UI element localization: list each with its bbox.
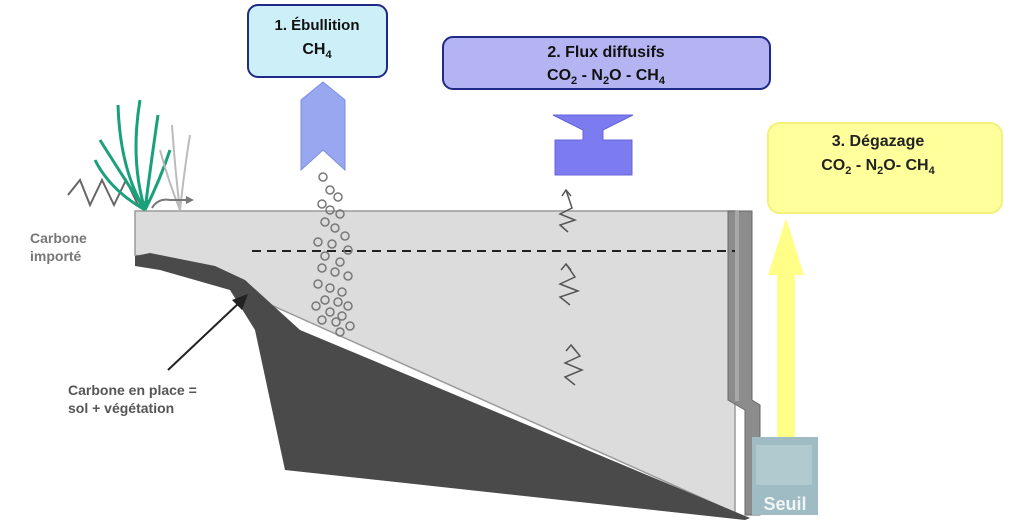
bubble bbox=[318, 172, 328, 182]
sediment-layer bbox=[135, 253, 750, 520]
bubble bbox=[337, 311, 347, 321]
vegetation-icon bbox=[67, 99, 194, 212]
bubble bbox=[317, 315, 327, 325]
bubble bbox=[343, 301, 353, 311]
bubble bbox=[335, 209, 345, 219]
box-diffusive-flux: 2. Flux diffusifs CO2 - N2O - CH4 bbox=[442, 36, 771, 90]
bubble bbox=[313, 237, 323, 247]
bubble bbox=[335, 257, 345, 267]
bubble bbox=[327, 239, 337, 249]
carbone-importe-label-2: importé bbox=[30, 248, 82, 264]
box2-formula: CO2 - N2O - CH4 bbox=[547, 67, 666, 87]
seuil-block: Seuil bbox=[752, 437, 818, 515]
box-ebullition: 1. Ébullition CH4 bbox=[247, 4, 388, 78]
seuil-label: Seuil bbox=[763, 494, 806, 514]
bubbles-icon bbox=[311, 172, 355, 337]
bubble bbox=[325, 185, 335, 195]
bubble bbox=[330, 267, 340, 277]
bubble bbox=[325, 283, 335, 293]
bubble bbox=[320, 295, 330, 305]
bubble bbox=[335, 327, 345, 337]
bubble bbox=[320, 251, 330, 261]
bubble bbox=[313, 279, 323, 289]
bubble bbox=[311, 301, 321, 311]
pointer-arrow bbox=[167, 301, 241, 371]
bubble bbox=[343, 245, 353, 255]
bubble bbox=[345, 321, 355, 331]
carbone-en-place-label-2: sol + végétation bbox=[68, 400, 174, 416]
box3-formula: CO2 - N2O- CH4 bbox=[821, 157, 935, 177]
bubble bbox=[333, 192, 343, 202]
bubble bbox=[317, 199, 327, 209]
pointer-arrowhead-icon bbox=[232, 294, 248, 310]
bubble bbox=[333, 297, 343, 307]
bubble bbox=[340, 231, 350, 241]
box3-title: 3. Dégazage bbox=[832, 133, 925, 150]
box2-title: 2. Flux diffusifs bbox=[547, 44, 664, 61]
bubble bbox=[317, 263, 327, 273]
ebullition-arrow-icon bbox=[300, 81, 346, 172]
bubble bbox=[337, 287, 347, 297]
diffusion-squiggles-icon bbox=[558, 188, 584, 386]
carbone-importe-label-1: Carbone bbox=[30, 230, 87, 246]
carbone-en-place-label-1: Carbone en place = bbox=[68, 382, 197, 398]
bubble bbox=[330, 223, 340, 233]
box-degassing: 3. Dégazage CO2 - N2O- CH4 bbox=[767, 122, 1003, 214]
dam-wall-face bbox=[735, 211, 739, 401]
box1-title: 1. Ébullition bbox=[275, 17, 360, 34]
bubble bbox=[325, 205, 335, 215]
bubble bbox=[343, 271, 353, 281]
box1-formula: CH4 bbox=[302, 41, 332, 61]
diffusion-arrow-icon bbox=[552, 114, 634, 176]
degassing-arrow-icon bbox=[768, 218, 804, 440]
bubble bbox=[325, 307, 335, 317]
bubble bbox=[320, 217, 330, 227]
bubble bbox=[331, 317, 341, 327]
